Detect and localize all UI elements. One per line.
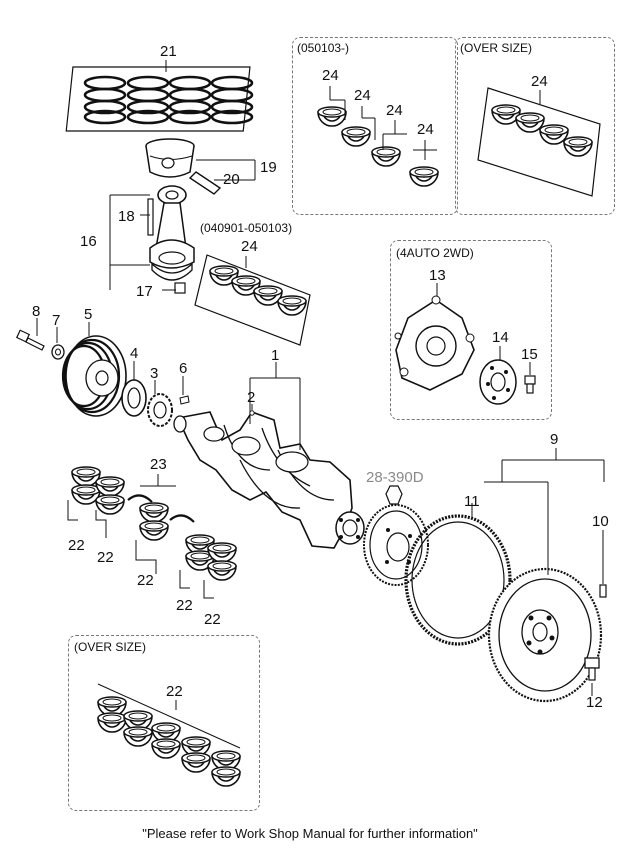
callout-24-old: 24 [241,238,258,255]
seal-4 [121,361,147,417]
connecting-rod-16 [109,185,195,294]
footer-note: "Please refer to Work Shop Manual for fu… [142,826,478,841]
callout-7: 7 [52,312,61,329]
variant-box-4auto-2wd [390,240,552,420]
box-label-4auto-2wd: (4AUTO 2WD) [396,246,474,260]
variant-box-050103 [292,37,458,215]
callout-19: 19 [260,159,277,176]
piston-assembly-19 [145,138,256,195]
callout-17: 17 [136,283,153,300]
bolt-15 [524,362,536,394]
key-6 [179,376,190,405]
callout-13: 13 [429,267,446,284]
callout-22-a: 22 [68,537,85,554]
callout-23: 23 [150,456,167,473]
callout-24-b: 24 [354,87,371,104]
callout-16: 16 [80,233,97,250]
callout-12: 12 [586,694,603,711]
callout-8: 8 [32,303,41,320]
callout-24-oversize: 24 [531,73,548,90]
box-label-oversize-bottom: (OVER SIZE) [74,640,147,654]
callout-24-a: 24 [322,67,339,84]
main-bearings-22-oversize [97,683,241,787]
callout-24-c: 24 [386,102,403,119]
drive-plate-13 [394,283,475,391]
flywheel-bolt-12 [584,657,600,696]
bolt-8 [15,318,45,351]
box-label-050103: (050103-) [297,41,350,55]
bearing-set-24-oversize [477,87,601,197]
sprocket-3 [147,380,173,427]
piston-rings-21 [65,60,254,132]
callout-18: 18 [118,208,135,225]
washer-7 [51,327,65,360]
bearing-set-24-new [317,86,439,187]
callout-20: 20 [223,171,240,188]
callout-22-b: 22 [97,549,114,566]
damper-pulley-5 [61,322,127,417]
callout-5: 5 [84,306,93,323]
callout-22-c: 22 [137,572,154,589]
callout-10: 10 [592,513,609,530]
box-label-040901-050103: (040901-050103) [200,221,293,235]
callout-21: 21 [160,43,177,60]
adapter-plate-14 [479,346,517,405]
callout-9: 9 [550,431,559,448]
thrust-washers-23 [127,474,195,523]
callout-24-d: 24 [417,121,434,138]
ref-label-28-390d: 28-390D [366,469,424,486]
callout-6: 6 [179,360,188,377]
main-bearings-22 [67,466,237,599]
callout-22-oversize: 22 [166,683,183,700]
bearing-set-24-old [194,254,311,346]
callout-14: 14 [492,329,509,346]
callout-1: 1 [271,347,280,364]
flywheel-9 [484,448,605,703]
callout-15: 15 [521,346,538,363]
box-label-oversize-top: (OVER SIZE) [460,41,533,55]
dowel-pin-10 [599,530,607,598]
variant-box-oversize-top [455,37,615,215]
callout-22-e: 22 [204,611,221,628]
callout-4: 4 [130,345,139,362]
callout-22-d: 22 [176,597,193,614]
ring-gear-11 [404,503,512,646]
callout-11: 11 [464,493,480,510]
callout-3: 3 [150,365,159,382]
ring-gear-28-390d [363,485,429,586]
variant-box-oversize-bottom [68,635,260,811]
crankshaft-1 [173,362,365,549]
callout-2: 2 [247,389,256,406]
